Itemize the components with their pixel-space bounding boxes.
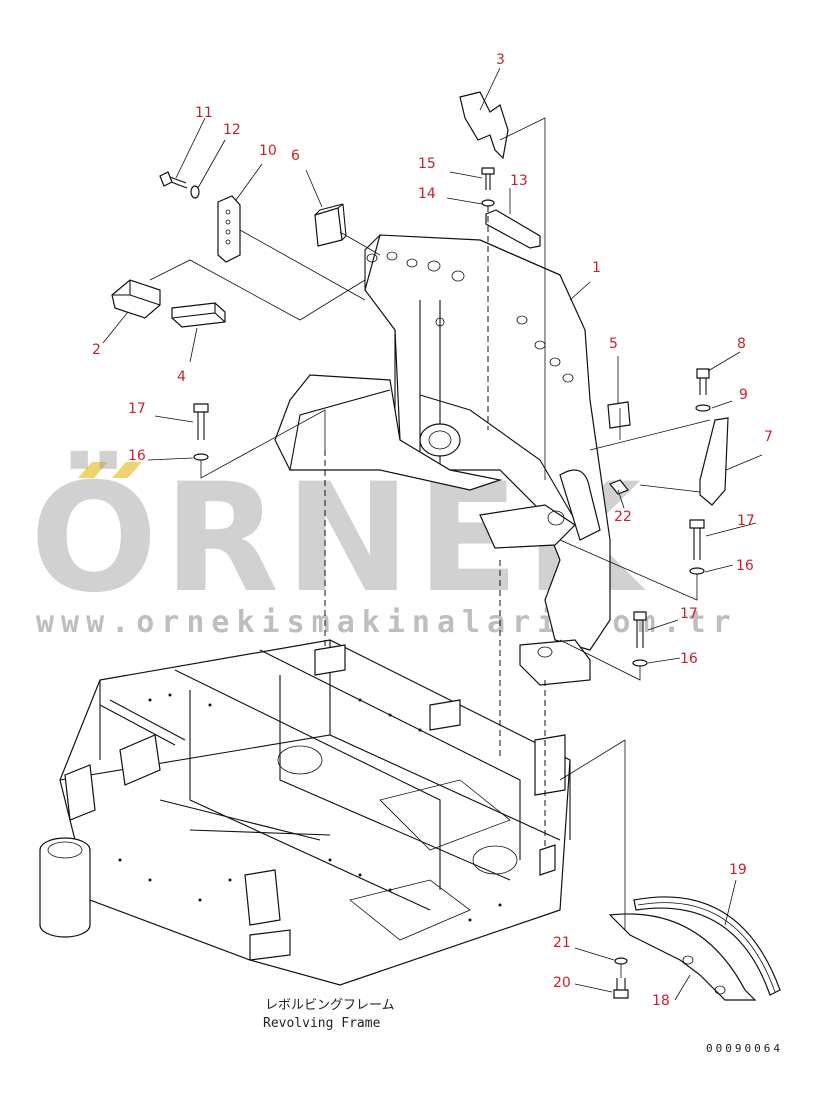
callout-12: 12 [223,122,241,138]
callout-10: 10 [259,143,277,159]
callout-9: 9 [739,387,748,403]
part-22-plug [609,479,629,495]
callout-5: 5 [609,336,618,352]
part-10-bracket [217,195,241,263]
part-12-washer [190,185,200,199]
callout-3: 3 [496,52,505,68]
drawing-code: 00090064 [706,1042,783,1055]
callout-21: 21 [553,935,571,951]
callout-17-right: 17 [737,513,755,529]
revolving-frame [39,639,571,986]
part-17c-bolt [633,611,647,621]
callout-7: 7 [764,429,773,445]
part-16c-washer [632,659,648,667]
part-9-washer [695,404,711,412]
part-20-bolt [613,989,629,999]
part-18-cover [608,913,757,1001]
part-7-bracket [699,417,729,506]
part-14-washer [481,199,495,207]
callout-16-lower: 16 [680,651,698,667]
part-5-pad [607,401,631,429]
caption-english: Revolving Frame [263,1016,381,1031]
callout-14: 14 [418,186,436,202]
callout-20: 20 [553,975,571,991]
callout-8: 8 [737,336,746,352]
part-2-wedge [111,279,161,319]
part-11-bolt [159,171,173,187]
parts [111,91,781,1001]
watermark: ÖRNEK www.ornekismakinalari.com.tr [30,450,738,640]
part-15-bolt [481,167,495,175]
callout-1: 1 [592,260,601,276]
assembly-lines [149,117,711,978]
part-17a-bolt [193,403,209,413]
leader-lines [102,67,763,1001]
part-21-washer [614,957,628,965]
part-17b-bolt [689,519,705,529]
part-8-bolt [696,368,710,379]
callout-11: 11 [195,105,213,121]
callout-17-left: 17 [128,401,146,417]
callout-6: 6 [291,148,300,164]
callout-22: 22 [614,509,632,525]
callout-16-right: 16 [736,558,754,574]
watermark-url: www.ornekismakinalari.com.tr [36,605,738,640]
callout-16-left: 16 [128,448,146,464]
part-16a-washer [193,453,209,461]
callout-19: 19 [729,862,747,878]
callout-13: 13 [510,173,528,189]
part-3-plate [459,91,509,160]
part-13-plate [485,209,541,249]
side-frame-assembly [274,234,611,686]
callout-15: 15 [418,156,436,172]
part-19-strip [633,896,781,996]
callout-labels: 3 1 2 4 5 6 7 8 9 10 11 12 13 14 15 16 1… [92,52,773,1009]
callout-2: 2 [92,342,101,358]
part-16b-washer [689,567,705,575]
callout-18: 18 [652,993,670,1009]
caption-japanese: レボルビングフレーム [265,998,395,1013]
part-6-block [314,207,343,247]
callout-17-lower: 17 [680,606,698,622]
callout-4: 4 [177,369,186,385]
